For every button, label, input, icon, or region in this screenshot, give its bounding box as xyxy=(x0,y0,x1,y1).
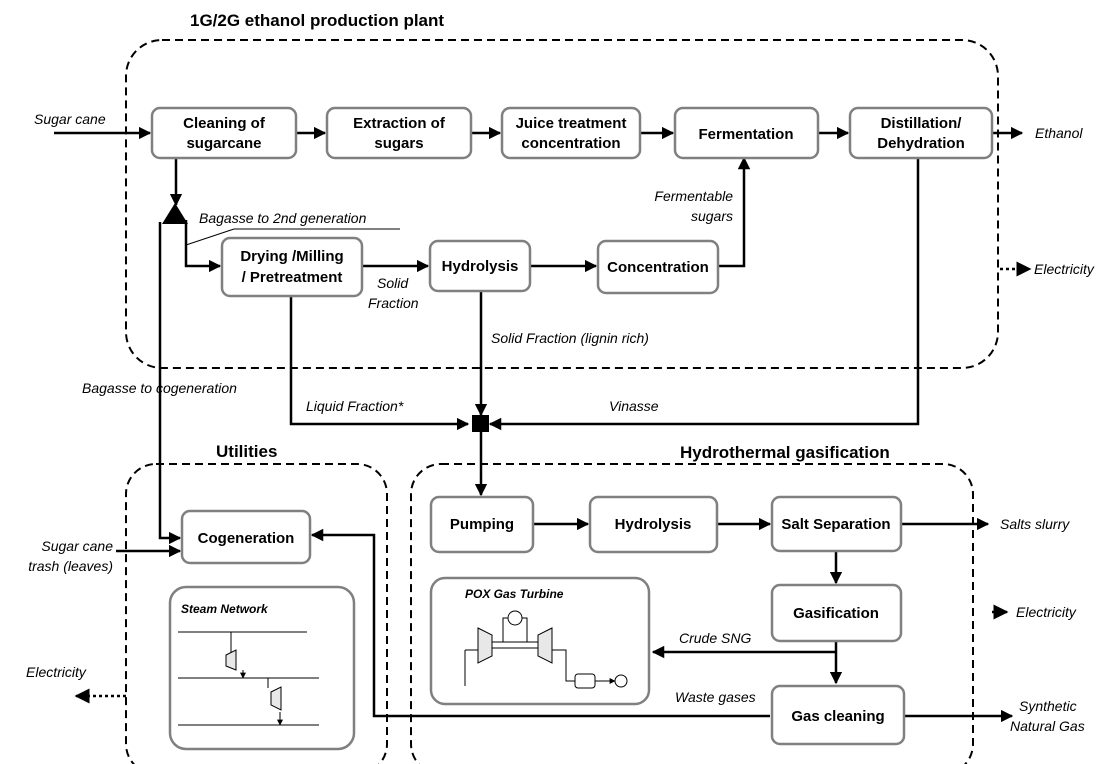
plant-frame xyxy=(125,39,999,369)
electricity-utilities-label: Electricity xyxy=(26,664,87,680)
gas-cleaning-label: Gas cleaning xyxy=(791,708,884,725)
box-extraction xyxy=(325,106,473,160)
distillation-line-1: Distillation/ xyxy=(881,115,963,132)
electricity-plant-label: Electricity xyxy=(1034,261,1095,277)
crude-sng-label: Crude SNG xyxy=(679,630,751,646)
salts-slurry-label: Salts slurry xyxy=(1000,516,1070,532)
edge-concentration-fermentation xyxy=(718,156,751,268)
box-distillation xyxy=(848,106,994,160)
edge-liquid-fraction xyxy=(289,296,470,431)
trash-line-2: trash (leaves) xyxy=(28,558,113,574)
utilities-title: Utilities xyxy=(216,442,277,461)
box-concentration xyxy=(596,239,720,295)
htg-frame xyxy=(410,463,974,764)
ethanol-label: Ethanol xyxy=(1035,125,1083,141)
drying-line-1: Drying /Milling xyxy=(240,248,343,265)
turbine-icon-2 xyxy=(270,686,282,711)
box-salt-separation xyxy=(770,495,903,553)
fermentation-label: Fermentation xyxy=(698,126,793,143)
cogeneration-label: Cogeneration xyxy=(198,530,295,547)
trash-line-1: Sugar cane xyxy=(41,538,113,554)
steam-network-inset: Steam Network xyxy=(168,585,356,751)
box-gasification xyxy=(770,583,903,643)
liquid-fraction-label: Liquid Fraction* xyxy=(306,398,404,414)
sng-line-2: Natural Gas xyxy=(1010,718,1085,734)
waste-gases-label: Waste gases xyxy=(675,689,756,705)
cleaning-line-1: Cleaning of xyxy=(183,115,266,132)
distillation-line-2: Dehydration xyxy=(877,135,965,152)
solid-lignin-label: Solid Fraction (lignin rich) xyxy=(491,330,649,346)
juice-line-1: Juice treatment xyxy=(516,115,627,132)
cleaning-line-2: sugarcane xyxy=(186,135,261,152)
edge-waste-gases xyxy=(310,528,770,718)
box-cleaning xyxy=(150,106,298,160)
solid-fraction-line-2: Fraction xyxy=(368,295,419,311)
steam-network-title: Steam Network xyxy=(181,602,269,616)
bagasse-2g-leader xyxy=(185,228,235,246)
edge-bagasse-cogen xyxy=(158,222,182,545)
process-labels: Cleaning of sugarcane Extraction of suga… xyxy=(183,115,965,725)
box-pumping xyxy=(429,495,535,554)
box-hydrolysis-1 xyxy=(428,239,532,293)
salt-separation-label: Salt Separation xyxy=(781,516,890,533)
drying-line-2: / Pretreatment xyxy=(242,269,343,286)
gas-turbine-icon xyxy=(537,627,553,664)
hydrolysis-1-label: Hydrolysis xyxy=(442,258,519,275)
pox-turbine-inset: POX Gas Turbine xyxy=(429,576,651,706)
extraction-line-1: Extraction of xyxy=(353,115,446,132)
box-drying xyxy=(220,236,364,298)
sng-line-1: Synthetic xyxy=(1019,698,1077,714)
fermentable-line-2: sugars xyxy=(691,208,733,224)
hydrolysis-2-label: Hydrolysis xyxy=(615,516,692,533)
fermentable-line-1: Fermentable xyxy=(654,188,733,204)
vinasse-label: Vinasse xyxy=(609,398,659,414)
turbine-icon-1 xyxy=(225,649,237,671)
reactor-icon xyxy=(574,673,596,689)
box-juice xyxy=(500,106,642,160)
mixer-node xyxy=(472,415,489,432)
juice-line-2: concentration xyxy=(521,135,620,152)
pox-turbine-title: POX Gas Turbine xyxy=(465,587,564,601)
process-boxes xyxy=(150,106,994,746)
box-fermentation xyxy=(673,106,820,160)
bagasse-split-node xyxy=(162,203,188,224)
electricity-htg-label: Electricity xyxy=(1016,604,1077,620)
plant-title: 1G/2G ethanol production plant xyxy=(190,11,444,30)
generator-icon xyxy=(507,610,523,626)
flow-edges xyxy=(54,126,1024,723)
box-hydrolysis-2 xyxy=(588,495,719,554)
solid-fraction-line-1: Solid xyxy=(377,275,409,291)
bagasse-cogen-label: Bagasse to cogeneration xyxy=(82,380,237,396)
extraction-line-2: sugars xyxy=(374,135,423,152)
sugar-cane-label: Sugar cane xyxy=(34,111,106,127)
box-gas-cleaning xyxy=(770,684,906,746)
edge-split-drying xyxy=(184,220,222,273)
pumping-label: Pumping xyxy=(450,516,514,533)
compressor-icon xyxy=(477,627,493,664)
bagasse-2g-label: Bagasse to 2nd generation xyxy=(199,210,367,226)
electricity-edges xyxy=(74,261,1032,704)
gasification-label: Gasification xyxy=(793,605,879,622)
concentration-label: Concentration xyxy=(607,259,709,276)
expander-icon xyxy=(614,674,628,688)
box-cogeneration xyxy=(180,509,312,565)
edge-vinasse xyxy=(488,158,920,431)
htg-title: Hydrothermal gasification xyxy=(680,443,890,462)
